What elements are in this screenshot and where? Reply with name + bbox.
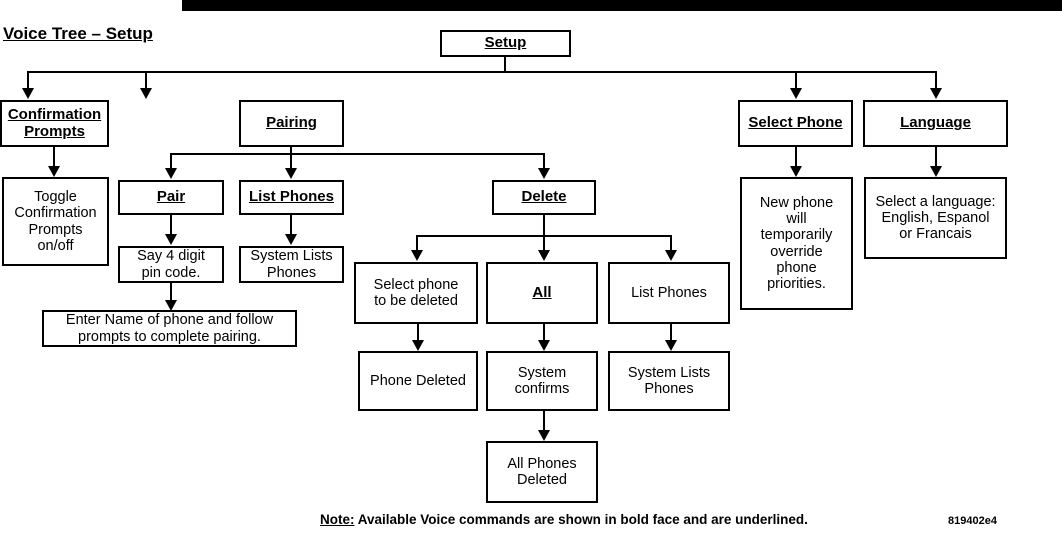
- node-select-phone[interactable]: Select Phone: [738, 100, 853, 147]
- arrowhead-select-phone-to-delete: [411, 250, 423, 261]
- connector-to-language: [935, 71, 937, 90]
- connector-setup-stem: [504, 57, 506, 72]
- connector-to-list-phones-pairing: [290, 153, 292, 169]
- node-system-lists-phones-pairing-label: System Lists Phones: [250, 248, 333, 281]
- node-system-confirms-label: System confirms: [514, 364, 570, 397]
- arrowhead-enter-name: [165, 300, 177, 311]
- arrowhead-new-phone-override: [790, 166, 802, 177]
- connector-pairing-stem: [290, 147, 292, 155]
- node-system-lists-phones-delete[interactable]: System Lists Phones: [608, 351, 730, 411]
- connector-to-pairing: [145, 71, 147, 90]
- arrowhead-select-language: [930, 166, 942, 177]
- connector-pin-to-enter-name: [170, 283, 172, 305]
- part-number: 819402e4: [948, 515, 997, 527]
- node-system-lists-phones-pairing[interactable]: System Lists Phones: [239, 246, 344, 283]
- connector-language-to-select-language: [935, 147, 937, 169]
- node-all-phones-deleted-label: All Phones Deleted: [507, 455, 577, 488]
- node-select-phone-label: Select Phone: [748, 114, 843, 132]
- node-toggle-confirmation-label: Toggle Confirmation Prompts on/off: [14, 189, 97, 254]
- arrowhead-system-lists-phones-pairing: [285, 234, 297, 245]
- arrowhead-list-phones-pairing: [285, 168, 297, 179]
- connector-setup-bus: [27, 71, 937, 73]
- connector-to-pair: [170, 153, 172, 169]
- node-all[interactable]: All: [486, 262, 598, 324]
- connector-to-confirmation-prompts: [27, 71, 29, 90]
- connector-pairing-bus: [170, 153, 545, 155]
- page-title: Voice Tree – Setup: [3, 24, 153, 43]
- node-all-phones-deleted[interactable]: All Phones Deleted: [486, 441, 598, 503]
- connector-all-to-system-confirms: [543, 324, 545, 344]
- arrowhead-confirmation-prompts: [22, 88, 34, 99]
- footer-note: Note: Available Voice commands are shown…: [320, 512, 808, 527]
- connector-to-list-phones-delete: [670, 235, 672, 251]
- arrowhead-pair: [165, 168, 177, 179]
- node-setup[interactable]: Setup: [440, 30, 571, 57]
- node-delete[interactable]: Delete: [492, 180, 596, 215]
- node-list-phones-pairing-label: List Phones: [248, 188, 334, 206]
- connector-list-phones-to-system-lists-delete: [670, 324, 672, 344]
- node-confirmation-prompts[interactable]: Confirmation Prompts: [0, 100, 109, 147]
- arrowhead-select-phone: [790, 88, 802, 99]
- node-select-phone-to-delete-label: Select phone to be deleted: [373, 276, 459, 309]
- connector-system-confirms-to-all-deleted: [543, 411, 545, 433]
- arrowhead-toggle-confirmation: [48, 166, 60, 177]
- node-phone-deleted[interactable]: Phone Deleted: [358, 351, 478, 411]
- node-select-phone-to-delete[interactable]: Select phone to be deleted: [354, 262, 478, 324]
- node-list-phones-pairing[interactable]: List Phones: [239, 180, 344, 215]
- node-pair-label: Pair: [156, 188, 186, 206]
- arrowhead-say-pin: [165, 234, 177, 245]
- node-new-phone-override-label: New phone will temporarily override phon…: [759, 194, 834, 292]
- arrowhead-system-confirms: [538, 340, 550, 351]
- node-enter-name[interactable]: Enter Name of phone and follow prompts t…: [42, 310, 297, 347]
- connector-list-phones-to-system-lists: [290, 215, 292, 237]
- node-say-pin[interactable]: Say 4 digit pin code.: [118, 246, 224, 283]
- arrowhead-delete: [538, 168, 550, 179]
- node-select-language-label: Select a language: English, Espanol or F…: [875, 193, 996, 243]
- node-setup-label: Setup: [484, 34, 527, 52]
- node-pairing[interactable]: Pairing: [239, 100, 344, 147]
- node-say-pin-label: Say 4 digit pin code.: [137, 248, 205, 281]
- connector-to-all: [543, 235, 545, 251]
- node-language-label: Language: [900, 114, 971, 132]
- node-pairing-label: Pairing: [266, 114, 317, 132]
- connector-confirmation-to-toggle: [53, 147, 55, 169]
- arrowhead-language: [930, 88, 942, 99]
- connector-select-phone-to-override: [795, 147, 797, 169]
- node-new-phone-override[interactable]: New phone will temporarily override phon…: [740, 177, 853, 310]
- node-list-phones-delete-label: List Phones: [631, 284, 707, 301]
- connector-delete-stem: [543, 215, 545, 237]
- connector-select-phone-to-phone-deleted: [417, 324, 419, 344]
- node-system-lists-phones-delete-label: System Lists Phones: [627, 364, 711, 397]
- footer-note-text: Available Voice commands are shown in bo…: [354, 512, 808, 527]
- connector-pair-to-pin: [170, 215, 172, 237]
- connector-to-delete: [543, 153, 545, 169]
- node-delete-label: Delete: [521, 188, 567, 206]
- connector-to-select-phone: [795, 71, 797, 90]
- node-list-phones-delete[interactable]: List Phones: [608, 262, 730, 324]
- arrowhead-system-lists-phones-delete: [665, 340, 677, 351]
- node-toggle-confirmation[interactable]: Toggle Confirmation Prompts on/off: [2, 177, 109, 266]
- node-enter-name-label: Enter Name of phone and follow prompts t…: [65, 312, 274, 345]
- node-confirmation-prompts-label: Confirmation Prompts: [7, 105, 102, 140]
- node-all-label: All: [532, 283, 552, 301]
- arrowhead-phone-deleted: [412, 340, 424, 351]
- node-select-language[interactable]: Select a language: English, Espanol or F…: [864, 177, 1007, 259]
- node-phone-deleted-label: Phone Deleted: [370, 372, 466, 389]
- arrowhead-pairing: [140, 88, 152, 99]
- footer-note-prefix: Note:: [320, 512, 355, 527]
- arrowhead-all-phones-deleted: [538, 430, 550, 441]
- arrowhead-all: [538, 250, 550, 261]
- arrowhead-list-phones-delete: [665, 250, 677, 261]
- header-black-bar: [182, 0, 1062, 11]
- connector-to-select-phone-to-delete: [416, 235, 418, 251]
- node-pair[interactable]: Pair: [118, 180, 224, 215]
- node-system-confirms[interactable]: System confirms: [486, 351, 598, 411]
- node-language[interactable]: Language: [863, 100, 1008, 147]
